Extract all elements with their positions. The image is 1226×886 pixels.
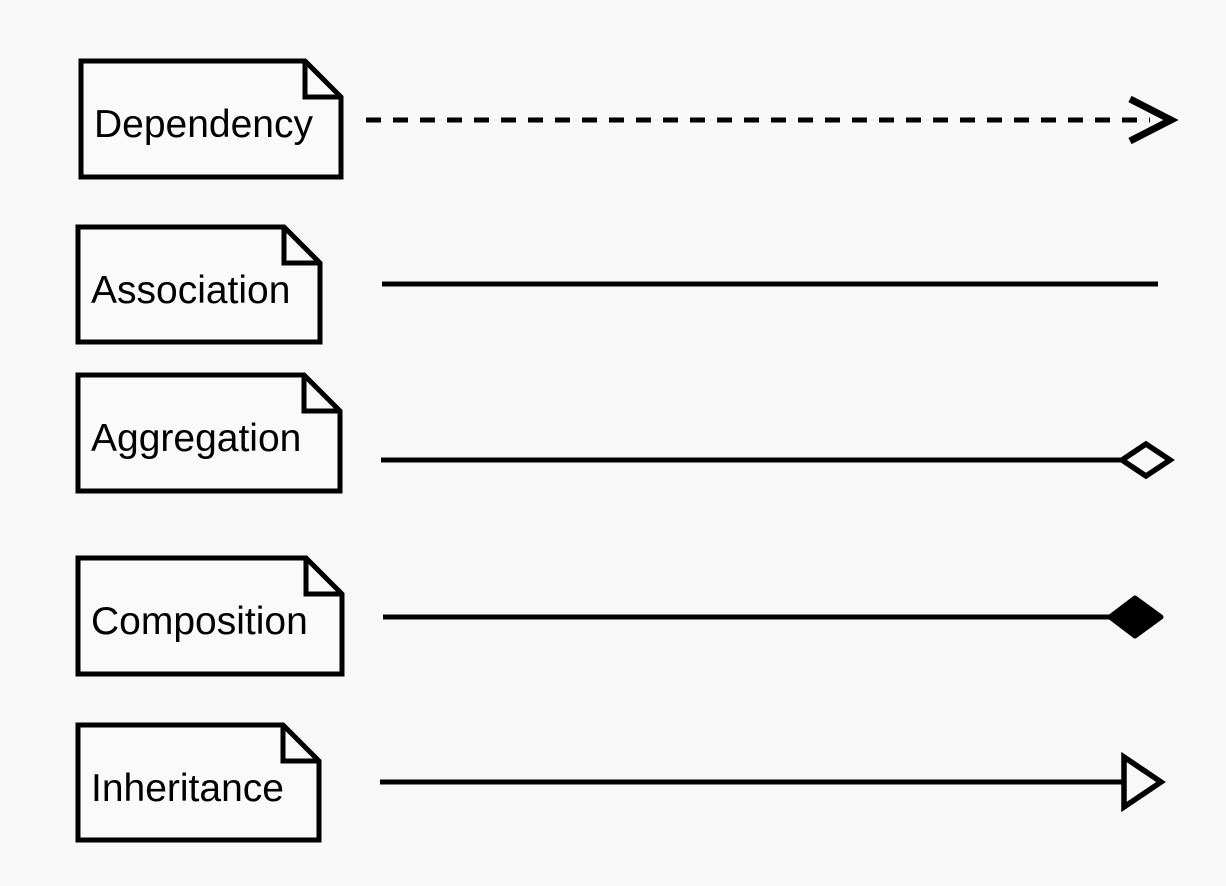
connector-dependency: [366, 95, 1179, 145]
dependency-open-arrowhead: [1128, 95, 1179, 145]
composition-filled-diamond: [1107, 595, 1164, 639]
note-composition: Composition: [75, 555, 345, 677]
connector-composition: [383, 595, 1164, 639]
note-shape-icon: [75, 372, 343, 494]
note-dependency: Dependency: [78, 58, 344, 180]
connector-aggregation: [381, 440, 1175, 480]
note-shape-icon: [75, 224, 323, 345]
inheritance-hollow-triangle: [1121, 751, 1166, 813]
label-composition: Composition: [91, 600, 308, 643]
label-dependency: Dependency: [94, 103, 313, 146]
note-shape-icon: [78, 58, 344, 180]
note-inheritance: Inheritance: [75, 722, 322, 843]
note-aggregation: Aggregation: [75, 372, 343, 494]
connector-inheritance: [380, 751, 1166, 813]
label-inheritance: Inheritance: [91, 766, 284, 810]
note-association: Association: [75, 224, 323, 345]
note-shape-icon: [75, 722, 322, 843]
aggregation-hollow-diamond: [1117, 440, 1175, 480]
label-aggregation: Aggregation: [91, 417, 302, 460]
note-shape-icon: [75, 555, 345, 677]
label-association: Association: [91, 268, 291, 312]
